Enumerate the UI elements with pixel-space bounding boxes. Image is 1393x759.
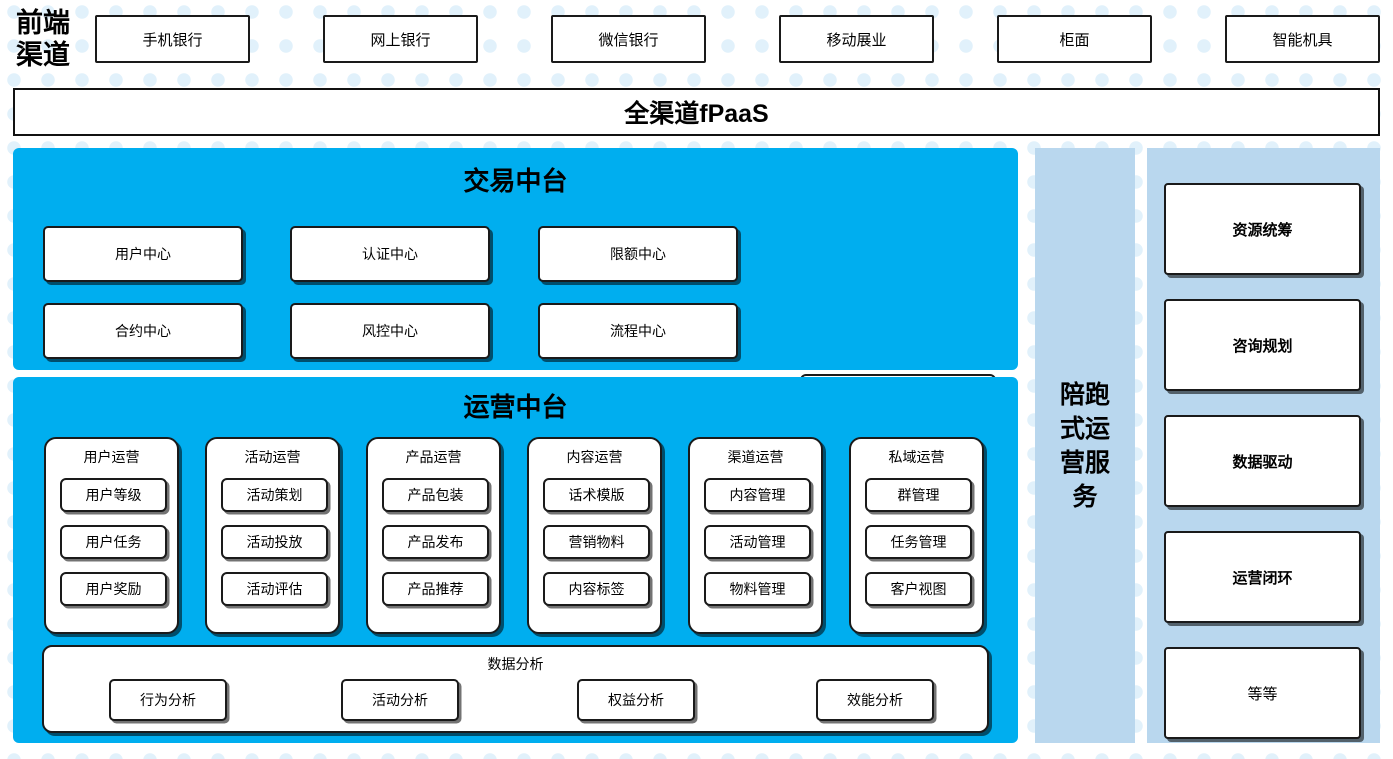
ops-group-content-title: 内容运营 — [566, 449, 623, 465]
value-box-etc[interactable]: 等等 — [1164, 647, 1361, 739]
ops-item-campaign-management[interactable]: 活动管理 — [704, 525, 811, 559]
ops-group-campaign[interactable]: 活动运营 活动策划 活动投放 活动评估 — [205, 437, 340, 634]
channel-box-wechat-bank[interactable]: 微信银行 — [551, 15, 706, 63]
trade-box-limit-center[interactable]: 限额中心 — [538, 226, 738, 282]
channel-box-counter[interactable]: 柜面 — [997, 15, 1152, 63]
analysis-item-benefit[interactable]: 权益分析 — [577, 679, 695, 721]
channel-box-mobile-bank[interactable]: 手机银行 — [95, 15, 250, 63]
trade-box-user-center[interactable]: 用户中心 — [43, 226, 243, 282]
trade-box-process-center[interactable]: 流程中心 — [538, 303, 738, 359]
ops-item-campaign-delivery[interactable]: 活动投放 — [221, 525, 328, 559]
ops-item-task-management[interactable]: 任务管理 — [865, 525, 972, 559]
front-channel-label-line2: 渠道 — [16, 40, 70, 70]
omnichannel-fpaas-bar[interactable]: 全渠道fPaaS — [13, 88, 1380, 136]
ops-item-campaign-evaluation[interactable]: 活动评估 — [221, 572, 328, 606]
analysis-item-efficiency[interactable]: 效能分析 — [816, 679, 934, 721]
ops-item-campaign-planning[interactable]: 活动策划 — [221, 478, 328, 512]
ops-item-product-packaging[interactable]: 产品包装 — [382, 478, 489, 512]
service-value-column: 资源统筹 咨询规划 数据驱动 运营闭环 等等 — [1147, 148, 1380, 743]
analysis-item-campaign[interactable]: 活动分析 — [341, 679, 459, 721]
data-analysis-card[interactable]: 数据分析 行为分析 活动分析 权益分析 效能分析 — [42, 645, 989, 733]
data-analysis-title: 数据分析 — [487, 656, 544, 672]
ops-item-product-recommend[interactable]: 产品推荐 — [382, 572, 489, 606]
value-box-operation-closed-loop[interactable]: 运营闭环 — [1164, 531, 1361, 623]
ops-item-material-management[interactable]: 物料管理 — [704, 572, 811, 606]
ops-group-product[interactable]: 产品运营 产品包装 产品发布 产品推荐 — [366, 437, 501, 634]
ops-group-campaign-title: 活动运营 — [244, 449, 301, 465]
ops-item-user-reward[interactable]: 用户奖励 — [60, 572, 167, 606]
ops-group-content[interactable]: 内容运营 话术模版 营销物料 内容标签 — [527, 437, 662, 634]
trade-box-contract-center[interactable]: 合约中心 — [43, 303, 243, 359]
accompanying-operation-service-column: 陪跑式运营服务 — [1035, 148, 1135, 743]
trade-center-title: 交易中台 — [463, 166, 568, 196]
ops-item-product-release[interactable]: 产品发布 — [382, 525, 489, 559]
ops-item-script-template[interactable]: 话术模版 — [543, 478, 650, 512]
channel-box-smart-machine[interactable]: 智能机具 — [1225, 15, 1380, 63]
trade-center-panel: 交易中台 用户中心 认证中心 限额中心 合约中心 风控中心 流程中心 场景交易中… — [13, 148, 1018, 508]
ops-item-group-management[interactable]: 群管理 — [865, 478, 972, 512]
trade-box-auth-center[interactable]: 认证中心 — [290, 226, 490, 282]
ops-item-marketing-material[interactable]: 营销物料 — [543, 525, 650, 559]
value-box-resource-coordination[interactable]: 资源统筹 — [1164, 183, 1361, 275]
ops-item-content-tag[interactable]: 内容标签 — [543, 572, 650, 606]
value-box-consulting-planning[interactable]: 咨询规划 — [1164, 299, 1361, 391]
accompanying-operation-service-label: 陪跑式运营服务 — [1059, 380, 1110, 511]
ops-group-channel-title: 渠道运营 — [727, 449, 784, 465]
ops-group-user[interactable]: 用户运营 用户等级 用户任务 用户奖励 — [44, 437, 179, 634]
channel-box-online-bank[interactable]: 网上银行 — [323, 15, 478, 63]
trade-box-risk-center[interactable]: 风控中心 — [290, 303, 490, 359]
front-channel-label-line1: 前端 — [16, 8, 70, 38]
ops-item-user-level[interactable]: 用户等级 — [60, 478, 167, 512]
ops-group-product-title: 产品运营 — [405, 449, 462, 465]
analysis-item-behavior[interactable]: 行为分析 — [109, 679, 227, 721]
ops-item-customer-view[interactable]: 客户视图 — [865, 572, 972, 606]
value-box-data-driven[interactable]: 数据驱动 — [1164, 415, 1361, 507]
ops-group-user-title: 用户运营 — [83, 449, 140, 465]
ops-item-user-task[interactable]: 用户任务 — [60, 525, 167, 559]
channel-box-mobile-field[interactable]: 移动展业 — [779, 15, 934, 63]
ops-center-title: 运营中台 — [463, 392, 568, 422]
ops-group-private-domain-title: 私域运营 — [888, 449, 945, 465]
front-channel-label: 前端 渠道 — [4, 4, 82, 74]
ops-group-private-domain[interactable]: 私域运营 群管理 任务管理 客户视图 — [849, 437, 984, 634]
ops-group-channel[interactable]: 渠道运营 内容管理 活动管理 物料管理 — [688, 437, 823, 634]
ops-item-content-management[interactable]: 内容管理 — [704, 478, 811, 512]
